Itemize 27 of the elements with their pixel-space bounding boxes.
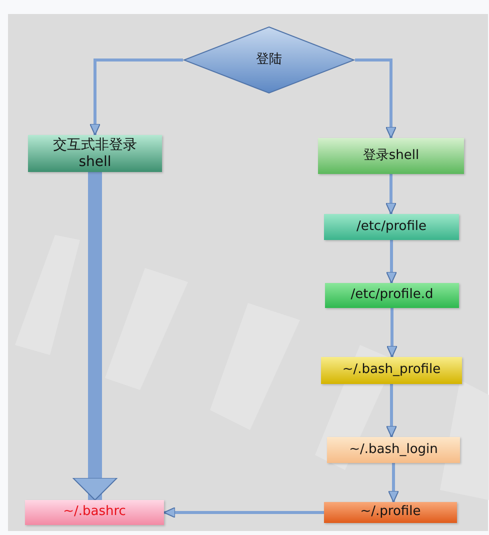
node-label: ~/.bash_login — [349, 442, 438, 458]
node-label: /etc/profile.d — [350, 288, 434, 303]
arrow — [90, 58, 183, 136]
arrow — [386, 384, 397, 438]
node-label: ~/.bash_profile — [342, 363, 441, 378]
node-label: ~/.profile — [360, 505, 421, 520]
process-box — [25, 500, 164, 525]
process-box — [324, 502, 457, 523]
process-box — [325, 283, 459, 308]
arrow — [72, 172, 118, 500]
node-label: 登陆 — [256, 52, 282, 68]
process-box — [318, 138, 464, 174]
node-label: ~/.bashrc — [63, 505, 126, 520]
node-label: 交互式非登录 shell — [52, 137, 138, 170]
arrow — [164, 507, 324, 518]
process-box — [327, 437, 460, 463]
arrow — [388, 463, 399, 502]
arrow — [355, 58, 396, 138]
arrow — [386, 308, 398, 358]
arrow — [386, 174, 396, 214]
arrow — [386, 240, 397, 284]
process-box — [321, 357, 462, 384]
decision-diamond — [183, 26, 355, 94]
process-box — [324, 214, 459, 240]
node-label: /etc/profile — [356, 220, 427, 234]
node-label: 登录shell — [362, 148, 420, 164]
process-box — [28, 135, 162, 172]
